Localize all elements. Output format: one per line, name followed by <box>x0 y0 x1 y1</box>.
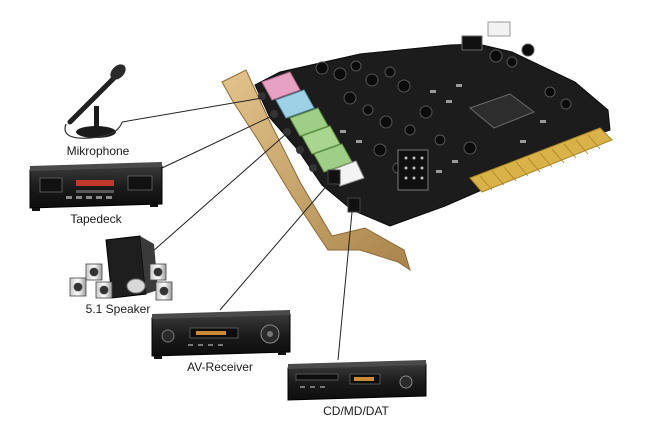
jack-green-2 <box>301 125 341 155</box>
jack-green-1 <box>289 107 329 137</box>
line-cd <box>337 211 353 361</box>
line-speaker <box>151 133 287 253</box>
jack-blue <box>275 89 315 119</box>
line-tape <box>161 115 273 169</box>
aux-connector <box>487 21 511 37</box>
optical-out <box>327 169 341 185</box>
pin-header <box>397 149 429 191</box>
label-tapedeck: Tapedeck <box>70 212 122 226</box>
speaker-set <box>69 235 173 301</box>
label-av-receiver: AV-Receiver <box>187 360 253 374</box>
av-receiver <box>151 310 291 359</box>
cd-player <box>287 360 427 401</box>
main-chip <box>469 93 536 129</box>
microphone <box>64 64 126 139</box>
label-5-1-speaker: 5.1 Speaker <box>85 302 151 316</box>
optical-in <box>347 197 361 213</box>
pci-gold-connector <box>469 127 613 193</box>
sound-card <box>221 21 613 272</box>
label-cd-md-dat: CD/MD/DAT <box>323 404 389 418</box>
label-microphone: Mikrophone <box>66 144 130 158</box>
audio-jacks <box>258 71 365 213</box>
card-bracket <box>221 69 411 272</box>
connector-lines <box>121 97 353 361</box>
line-receiver <box>219 181 331 311</box>
line-mic <box>121 97 263 123</box>
jack-pink <box>261 71 301 101</box>
tapedeck <box>29 162 163 211</box>
capacitors <box>315 43 572 174</box>
